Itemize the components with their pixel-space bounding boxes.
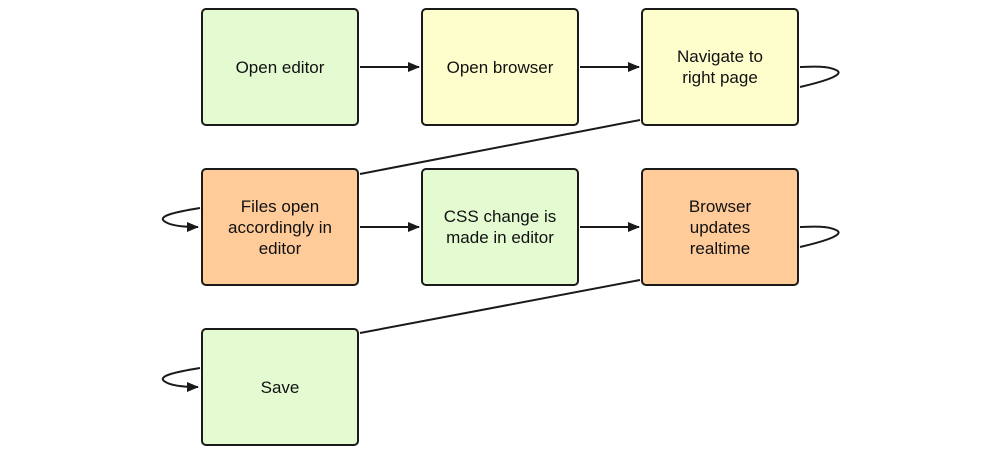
node-label: CSS change is made in editor [443,207,557,247]
node-label: Open browser [446,57,554,77]
connector-save-in-loop [161,367,201,392]
node-label: Save [260,377,300,397]
connector-browser-updates-to-save [359,279,641,334]
connector-browser-updates-out-loop [799,225,840,248]
connector-files-open-in-loop [161,207,201,232]
node-save: Save [201,328,359,446]
node-label: Open editor [235,57,325,77]
node-label: Files open accordingly in editor [228,196,332,258]
connector-navigate-out-loop [799,65,840,88]
node-navigate-to-right-page: Navigate to right page [641,8,799,126]
node-open-editor: Open editor [201,8,359,126]
node-browser-updates: Browser updates realtime [641,168,799,286]
node-label: Navigate to right page [677,47,763,87]
node-label: Browser updates realtime [688,196,752,258]
node-css-change: CSS change is made in editor [421,168,579,286]
node-open-browser: Open browser [421,8,579,126]
node-files-open-in-editor: Files open accordingly in editor [201,168,359,286]
connector-navigate-to-files-open [359,119,641,175]
